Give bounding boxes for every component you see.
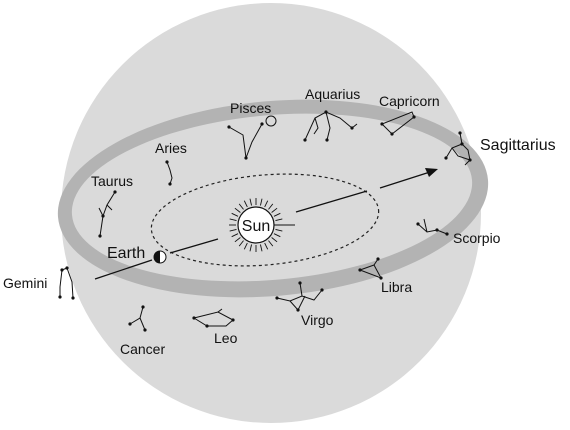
constellation-pisces-figure [227,115,277,160]
sun-ray [264,200,269,208]
label-gemini: Gemini [3,275,47,291]
label-leo: Leo [214,330,238,346]
sun-ray [234,237,241,243]
constellation-aquarius-figure [303,110,358,142]
sun-ray [243,200,248,208]
sun-ray [275,229,283,232]
sun-ray [271,237,278,243]
earth-orbit [150,173,380,267]
sun-ray [273,212,281,217]
constellation-scorpio-figure [416,218,449,236]
sun-ray [238,203,244,210]
label-scorpio: Scorpio [453,230,501,246]
sun-ray [260,244,263,252]
earth-label: Earth [107,245,145,262]
sun-ray [231,212,239,217]
label-libra: Libra [381,279,412,295]
sun-ray [271,207,278,213]
sun-ray [238,240,244,247]
sun-ray [249,198,252,206]
celestial-sphere [61,3,481,423]
label-pisces: Pisces [230,100,271,116]
sun-ray [264,242,269,250]
constellation-libra-figure [358,257,383,280]
constellation-leo-figure [192,308,235,328]
earth: Earth [107,245,167,264]
constellation-virgo-figure [275,281,324,312]
sun-ray [234,207,241,213]
sun-label: Sun [242,218,270,235]
sun-ray [229,218,237,221]
sun: Sun [229,198,295,252]
label-taurus: Taurus [91,173,133,189]
label-aquarius: Aquarius [305,86,360,102]
constellation-cancer-figure [128,305,147,332]
label-virgo: Virgo [301,312,334,328]
label-cancer: Cancer [120,341,165,357]
label-capricorn: Capricorn [379,93,440,109]
label-aries: Aries [155,140,187,156]
label-sagittarius: Sagittarius [480,137,556,154]
sun-ray [268,240,274,247]
arrow-head-icon [425,168,438,177]
constellation-sagittarius-figure [444,131,472,166]
sun-ray [268,203,274,210]
sun-ray [273,233,281,238]
line-of-sight [94,168,438,280]
sun-ray [229,229,237,232]
constellation-gemini-figure [58,266,75,300]
sun-ray [260,198,263,206]
constellation-capricorn-figure [380,111,416,136]
constellation-taurus-figure [98,190,117,238]
sun-ray [231,233,239,238]
sun-ray [275,218,283,221]
constellation-aries-figure [165,160,173,186]
sun-ray [249,244,252,252]
sun-ray [243,242,248,250]
